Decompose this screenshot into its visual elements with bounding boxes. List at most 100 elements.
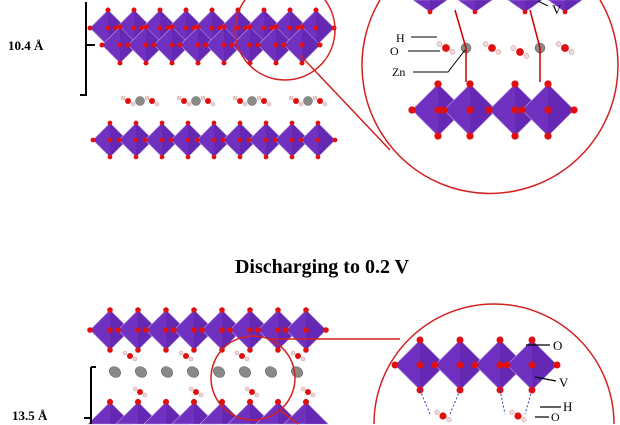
oxygen-atom [544,106,552,114]
oxygen-atom [408,106,416,114]
hydrogen-bond [419,389,533,415]
zinc-atom [109,366,121,378]
oxygen-atom [516,48,524,56]
oxygen-atom [313,7,319,13]
oxygen-atom [219,327,225,333]
oxygen-atom [471,361,479,369]
oxygen-atom [263,154,269,160]
hydrogen-atom [178,350,184,356]
oxygen-atom [289,120,295,126]
hydrogen-atom [186,101,192,107]
oxygen-atom [275,307,281,313]
oxygen-atom [496,336,504,344]
oxygen-atom [169,60,175,66]
hydrogen-atom [300,386,306,392]
hydrogen-atom [130,101,136,107]
oxygen-atom [472,9,478,15]
oxygen-atom [143,24,149,30]
oxygen-atom [323,327,329,333]
oxygen-atom [496,361,504,369]
hydrogen-atom [568,49,575,55]
oxygen-atom [134,398,142,406]
oxygen-atom [246,137,252,143]
oxygen-atom [439,412,447,420]
oxygen-atom [125,42,131,48]
hydrogen-atom [555,41,562,47]
oxygen-atom [269,25,275,31]
oxygen-atom [169,24,175,30]
zinc-atom [161,366,173,378]
oxygen-atom [434,132,442,140]
hydrogen-atom [449,49,456,55]
inset-label-o-bottom: O [551,410,560,424]
octahedron-shade [302,27,320,63]
zinc-atom [265,366,277,378]
oxygen-atom [107,137,113,143]
zinc-atom [303,96,313,106]
oxygen-atom [255,327,261,333]
oxygen-atom [211,154,217,160]
oxygen-atom [159,137,165,143]
octahedron-shade [306,402,328,424]
oxygen-atom [181,98,187,104]
oxygen-atom [143,42,149,48]
hydrogen-atom [523,53,530,59]
hydrogen-atom [242,101,248,107]
hydrogen-atom [188,386,194,392]
oxygen-atom [133,120,139,126]
section-title: Discharging to 0.2 V [235,256,410,278]
octahedron-shade [475,0,492,12]
oxygen-atom [137,389,143,395]
inset-detail-top [408,0,583,140]
oxygen-atom [209,7,215,13]
oxygen-atom [553,361,561,369]
oxygen-atom [434,106,442,114]
oxygen-atom [142,137,148,143]
oxygen-atom [117,24,123,30]
inset-circle-top [361,0,619,195]
oxygen-atom [528,361,536,369]
oxygen-atom [313,25,319,31]
oxygen-atom [275,327,281,333]
oxygen-atom [272,137,278,143]
oxygen-atom [131,7,137,13]
oxygen-atom [135,307,141,313]
oxygen-atom [289,137,295,143]
hydrogen-atom [176,95,182,101]
oxygen-atom [133,154,139,160]
oxygen-atom [511,132,519,140]
zinc-atom [187,366,199,378]
zoom-connector-line-top [299,54,391,151]
inset-label-h-bottom: H [563,399,572,414]
oxygen-atom [431,361,439,369]
oxygen-atom [287,7,293,13]
oxygen-atom [163,347,169,353]
hydrogen-atom [120,95,126,101]
oxygen-atom [295,25,301,31]
oxygen-atom [117,42,123,48]
oxygen-atom [570,106,578,114]
hydrogen-atom [254,392,260,398]
oxygen-atom [221,42,227,48]
oxygen-atom [113,25,119,31]
oxygen-atom [151,42,157,48]
oxygen-atom [217,25,223,31]
bottom-layered-structure [87,307,329,425]
zn-o-bond [454,9,541,82]
oxygen-atom [261,25,267,31]
oxygen-atom [416,361,424,369]
oxygen-atom [287,25,293,31]
oxygen-atom [90,137,96,143]
oxygen-atom [456,336,464,344]
oxygen-atom [275,347,281,353]
oxygen-atom [249,389,255,395]
oxygen-atom [466,80,474,88]
oxygen-atom [87,25,93,31]
oxygen-atom [544,80,552,88]
oxygen-atom [456,361,464,369]
oxygen-atom [107,347,113,353]
oxygen-atom [107,307,113,313]
oxygen-atom [229,42,235,48]
oxygen-atom [115,327,121,333]
